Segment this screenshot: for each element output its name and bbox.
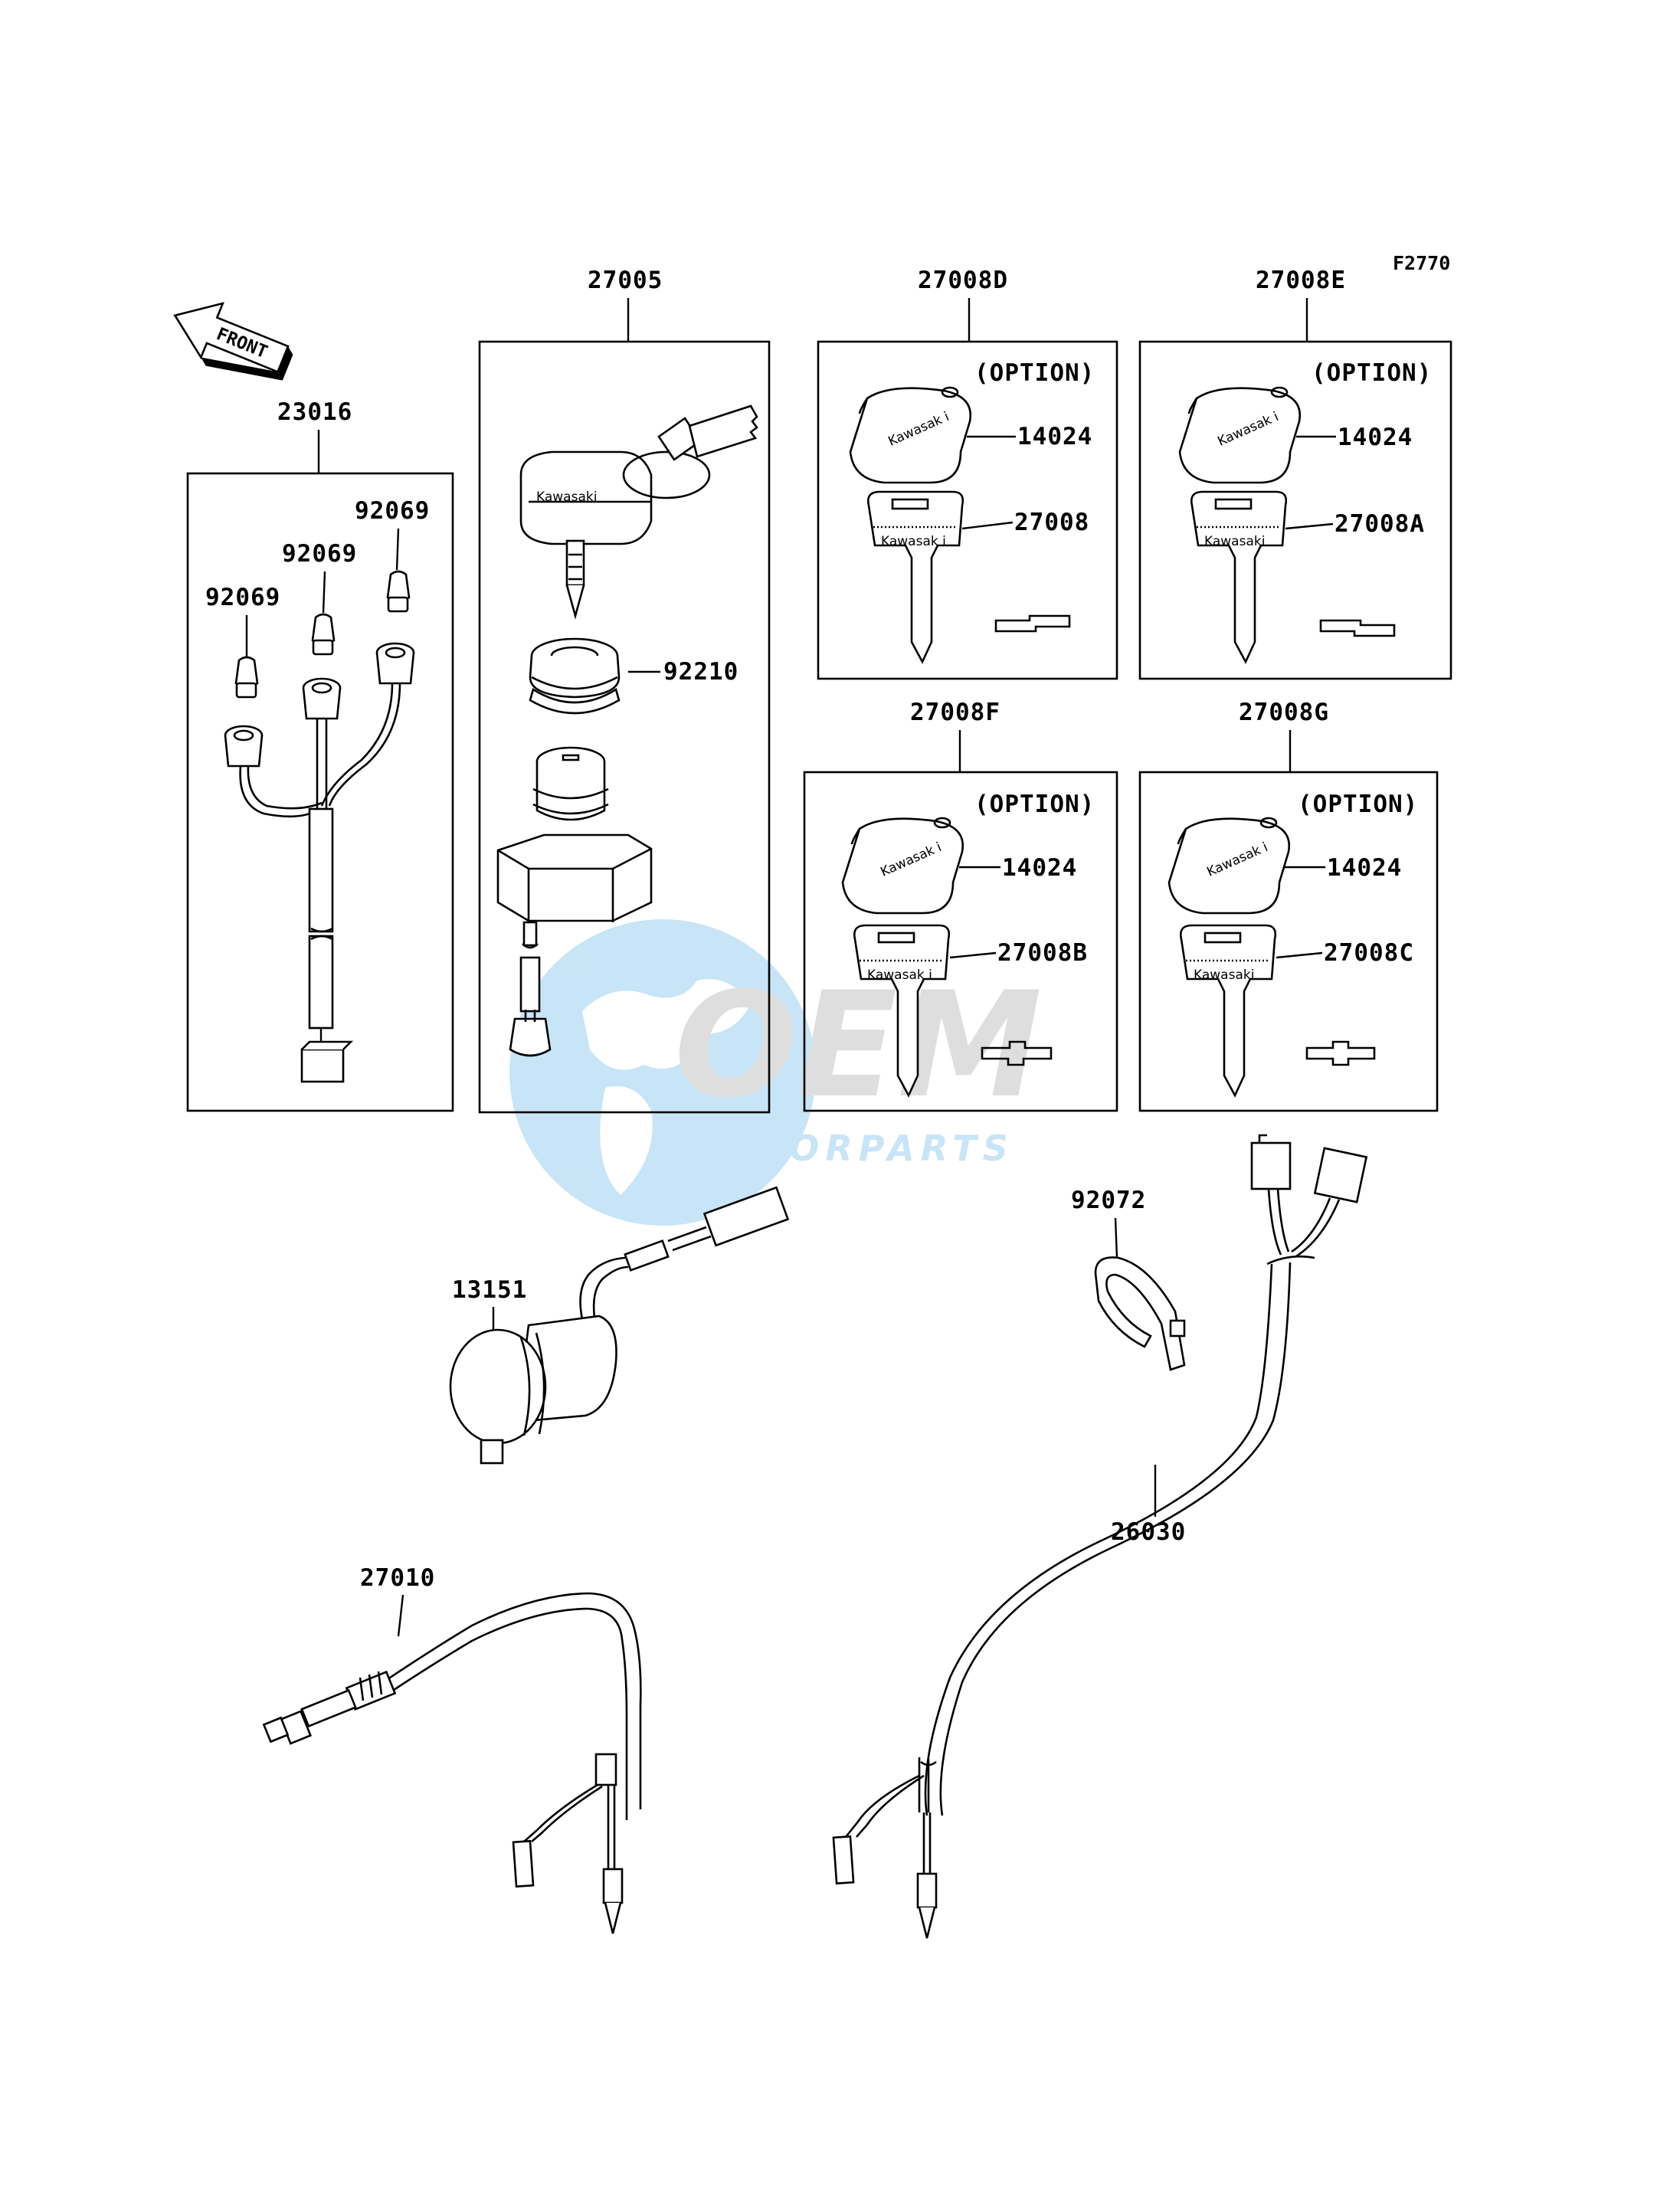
- key-blank-icon: Kawasak i: [867, 490, 964, 664]
- group-13151: 13151: [449, 1186, 790, 1465]
- watermark-text-oem: OEM: [674, 961, 1042, 1130]
- callout-92069-top: 92069: [355, 497, 430, 525]
- switch-body-icon: [496, 746, 653, 1057]
- callout-27008: 27008: [1014, 509, 1089, 536]
- box-27008F: [803, 771, 1118, 1112]
- ignition-key-icon: Kawasaki: [519, 404, 758, 620]
- callout-14024-d: 14024: [1017, 423, 1092, 450]
- front-arrow-icon: FRONT: [173, 302, 293, 381]
- brand-text: Kawasak i: [881, 534, 946, 549]
- key-head-cover-icon: Kawasak i: [1167, 817, 1291, 915]
- brand-text: Kawasaki: [536, 489, 597, 505]
- option-label-d: (OPTION): [974, 359, 1095, 387]
- group-23016: 23016 92069 92069 92069: [186, 398, 454, 1112]
- box-27008E: [1138, 340, 1452, 680]
- group-27008E: 27008E (OPTION) Kawasak i 14024 Kawasaki…: [1138, 267, 1452, 680]
- brand-text: Kawasaki: [1194, 968, 1254, 983]
- key-head-cover-icon: Kawasak i: [1178, 386, 1302, 484]
- callout-14024-e: 14024: [1338, 424, 1413, 451]
- group-27008G: 27008G (OPTION) Kawasak i 14024 Kawasaki…: [1138, 699, 1439, 1112]
- group-27005: 27005 Kawasaki 92210: [478, 267, 771, 1114]
- box-23016: [186, 472, 454, 1112]
- callout-27008D: 27008D: [918, 267, 1008, 294]
- socket-icon: [302, 677, 342, 720]
- key-cut-icon: [981, 1040, 1053, 1066]
- terminal-icon: [832, 1835, 855, 1885]
- callout-27005: 27005: [588, 267, 663, 294]
- callout-26030: 26030: [1111, 1518, 1186, 1546]
- watermark-text-motorparts: MOTORPARTS: [682, 1128, 1014, 1169]
- brand-text: Kawasak i: [867, 968, 932, 983]
- box-27008G: [1138, 771, 1439, 1112]
- callout-27008E: 27008E: [1256, 267, 1346, 294]
- key-blank-icon: Kawasak i: [853, 924, 951, 1098]
- option-label-f: (OPTION): [974, 791, 1095, 818]
- stop-switch-icon: [262, 1592, 642, 1934]
- watermark-continent-icon: [600, 1086, 653, 1195]
- callout-27010: 27010: [360, 1564, 435, 1592]
- figure-code: F2770: [1393, 252, 1450, 274]
- key-cut-icon: [1319, 619, 1396, 637]
- callout-92210: 92210: [663, 658, 738, 686]
- bulb-icon: [234, 656, 259, 699]
- watermark-globe-icon: [509, 919, 816, 1226]
- dc-socket-icon: [449, 1186, 790, 1465]
- group-27008D: 27008D (OPTION) Kawasak i 14024 Kawasak …: [817, 267, 1118, 680]
- bulb-icon: [386, 570, 411, 613]
- watermark-continent-icon: [582, 979, 751, 1070]
- brand-text: Kawasaki: [1204, 534, 1265, 549]
- group-92072: 92072: [1071, 1187, 1186, 1371]
- callout-14024-g: 14024: [1327, 854, 1402, 882]
- callout-27008A: 27008A: [1335, 510, 1425, 538]
- group-27008F: 27008F (OPTION) Kawasak i 14024 Kawasak …: [803, 699, 1118, 1112]
- bulb-icon: [311, 613, 336, 656]
- group-26030: 26030: [832, 1134, 1368, 1939]
- box-27008D: [817, 340, 1118, 680]
- nut-icon: [529, 637, 621, 715]
- key-blank-icon: Kawasaki: [1180, 924, 1277, 1098]
- connector-icon: [300, 1040, 354, 1083]
- watermark-logo: OEM MOTORPARTS: [509, 919, 1042, 1226]
- callout-92069-mid: 92069: [282, 540, 357, 568]
- option-label-e: (OPTION): [1312, 359, 1432, 387]
- callout-92072: 92072: [1071, 1187, 1146, 1214]
- connector-icon: [1313, 1147, 1368, 1203]
- callout-27008F: 27008F: [910, 699, 1000, 726]
- callout-27008C: 27008C: [1324, 939, 1414, 967]
- box-27005: [478, 340, 771, 1114]
- terminal-icon: [916, 1872, 938, 1939]
- group-27010: 27010: [262, 1564, 642, 1934]
- callout-27008B: 27008B: [997, 939, 1088, 967]
- callout-92069-left: 92069: [205, 584, 280, 611]
- connector-icon: [1250, 1141, 1292, 1190]
- callout-14024-f: 14024: [1002, 854, 1077, 882]
- key-cut-icon: [1305, 1040, 1376, 1066]
- key-cut-icon: [994, 614, 1071, 633]
- key-head-cover-icon: Kawasak i: [841, 817, 964, 915]
- callout-27008G: 27008G: [1239, 699, 1329, 726]
- key-blank-icon: Kawasaki: [1190, 490, 1288, 664]
- option-label-g: (OPTION): [1298, 791, 1418, 818]
- socket-icon: [375, 642, 415, 685]
- key-head-cover-icon: Kawasak i: [849, 386, 972, 484]
- cable-tie-icon: [1094, 1256, 1186, 1371]
- callout-13151: 13151: [452, 1276, 527, 1304]
- socket-icon: [224, 725, 264, 768]
- callout-23016: 23016: [277, 398, 352, 426]
